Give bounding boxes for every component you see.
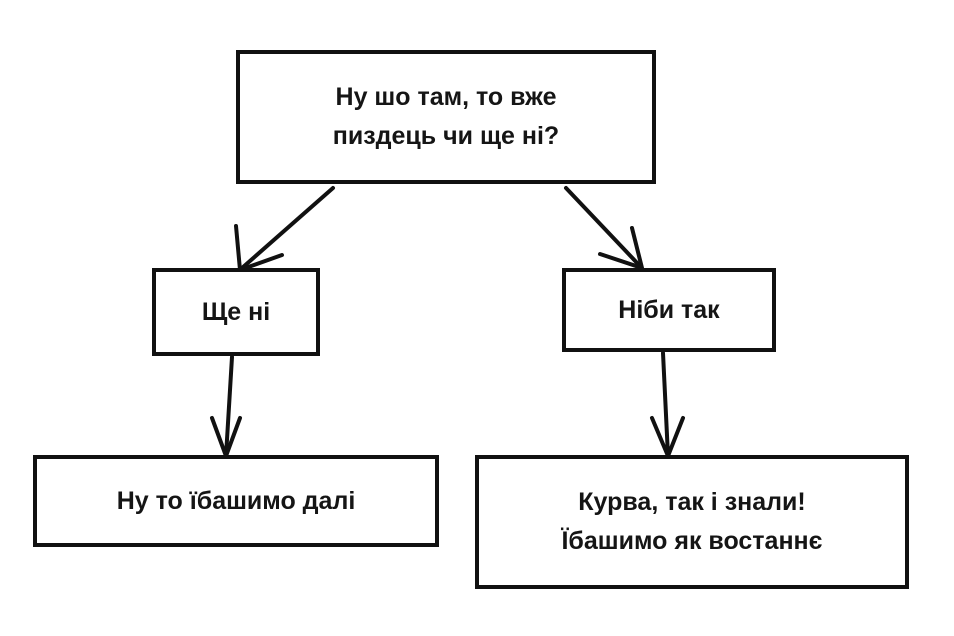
- arrow-root-to-left: [234, 186, 335, 272]
- left-branch-box: Ще ні: [152, 268, 320, 356]
- left-branch-label: Ще ні: [201, 297, 271, 326]
- root-question-box: Ну шо там, то вже пиздець чи ще ні?: [236, 50, 656, 184]
- root-question-line-2: пиздець чи ще ні?: [332, 122, 560, 150]
- arrow-left-mid-to-leaf: [210, 355, 242, 458]
- right-result-line-1: Курва, так і знали!: [578, 488, 806, 517]
- right-result-line-2: Їбашимо як востаннє: [561, 527, 823, 555]
- left-result-box: Ну то їбашимо далі: [33, 455, 439, 547]
- right-result-box: Курва, так і знали! Їбашимо як востаннє: [475, 455, 909, 589]
- right-branch-box: Ніби так: [562, 268, 776, 352]
- root-question-line-1: Ну шо там, то вже: [335, 83, 557, 112]
- right-branch-label: Ніби так: [618, 295, 720, 324]
- left-result-text: Ну то їбашимо далі: [116, 486, 356, 515]
- arrow-root-to-right: [564, 186, 644, 270]
- arrow-right-mid-to-leaf: [650, 351, 685, 458]
